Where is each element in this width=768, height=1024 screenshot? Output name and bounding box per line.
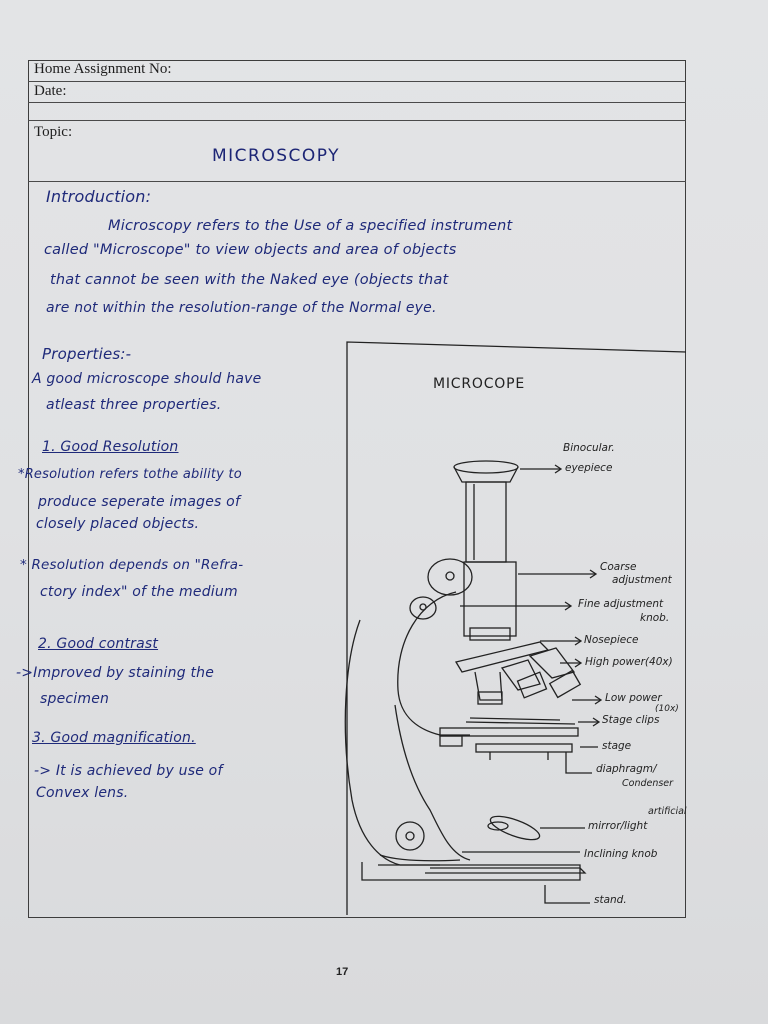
label-stage: stage: [602, 740, 632, 752]
label-stage-clips: Stage clips: [602, 714, 660, 726]
property-3-line-1: -> It is achieved by use of: [34, 763, 223, 779]
property-1-line-3: closely placed objects.: [36, 516, 200, 532]
label-eyepiece: eyepiece: [565, 462, 613, 474]
date-label: Date:: [34, 83, 67, 99]
properties-intro-2: atleast three properties.: [46, 397, 222, 413]
label-high-power: High power(40x): [585, 656, 673, 668]
diagram-title: MICROCOPE: [433, 376, 526, 392]
topic-label: Topic:: [34, 124, 73, 140]
property-2-line-2: specimen: [40, 691, 110, 707]
page-number: 17: [336, 966, 349, 978]
label-coarse-2: adjustment: [612, 574, 672, 586]
label-fine-2: knob.: [640, 612, 670, 624]
property-1-title: 1. Good Resolution: [42, 439, 179, 455]
property-3-title: 3. Good magnification.: [32, 730, 196, 746]
property-1-line-4: * Resolution depends on "Refra-: [20, 557, 244, 573]
label-fine-1: Fine adjustment: [578, 598, 664, 610]
label-stand: stand.: [594, 894, 627, 906]
properties-intro-1: A good microscope should have: [32, 371, 262, 387]
intro-line-4: are not within the resolution-range of t…: [46, 300, 437, 316]
label-nosepiece: Nosepiece: [584, 634, 639, 646]
label-mirror-2: mirror/light: [588, 820, 648, 832]
assignment-label: Home Assignment No:: [34, 61, 172, 77]
label-mirror-1: artificial: [648, 806, 687, 817]
header-rule-1: [28, 81, 686, 82]
property-2-line-1: ->Improved by staining the: [16, 665, 215, 681]
header-rule-2: [28, 102, 686, 103]
header-rule-4: [28, 181, 686, 182]
topic-value: MICROSCOPY: [212, 146, 341, 166]
label-low-power-1: Low power: [605, 692, 662, 704]
property-3-line-2: Convex lens.: [36, 785, 129, 801]
property-1-line-5: ctory index" of the medium: [40, 584, 238, 600]
label-low-power-2: (10x): [655, 704, 679, 714]
intro-line-2: called "Microscope" to view objects and …: [44, 242, 457, 258]
label-coarse-1: Coarse: [600, 561, 637, 573]
label-inclining: Inclining knob: [584, 848, 658, 860]
properties-heading: Properties:-: [42, 345, 132, 363]
property-2-title: 2. Good contrast: [38, 636, 159, 652]
page-frame: [28, 60, 686, 918]
label-diaphragm-1: diaphragm/: [596, 763, 657, 775]
label-diaphragm-2: Condenser: [622, 778, 674, 789]
header-rule-3: [28, 120, 686, 121]
property-1-line-2: produce seperate images of: [38, 494, 241, 510]
intro-line-1: Microscopy refers to the Use of a specif…: [108, 218, 513, 234]
introduction-heading: Introduction:: [46, 187, 152, 206]
property-1-line-1: *Resolution refers tothe ability to: [18, 467, 242, 482]
intro-line-3: that cannot be seen with the Naked eye (…: [50, 272, 449, 288]
label-binocular: Binocular.: [563, 442, 615, 454]
